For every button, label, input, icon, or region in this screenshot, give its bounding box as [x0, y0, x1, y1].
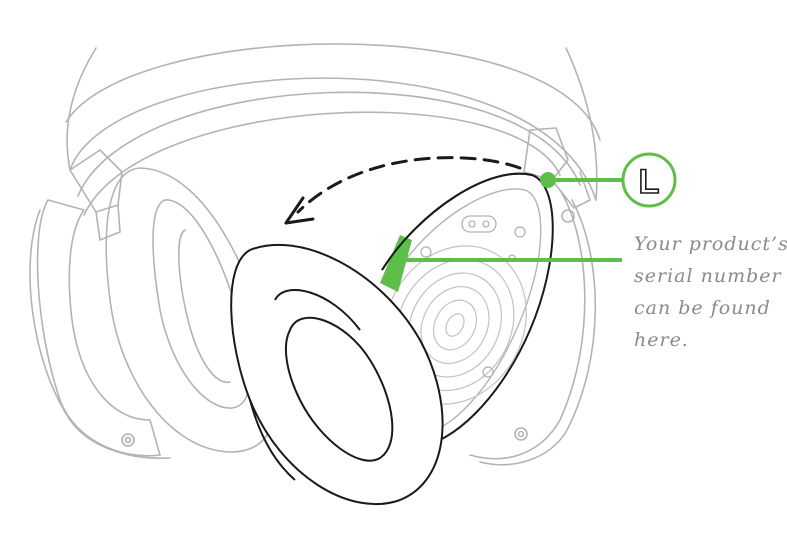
headband-outer	[66, 47, 598, 201]
headband-top	[69, 77, 597, 201]
callout-line: here.	[634, 329, 689, 351]
side-indicator-callout: L	[540, 152, 677, 208]
earcup-plate	[380, 172, 554, 446]
serial-number-callout-text: Your product’s serial number can be foun…	[634, 228, 787, 356]
left-hinge	[69, 149, 123, 213]
dashed-curved-arrow-icon	[284, 156, 522, 225]
detached-earpad	[230, 172, 533, 506]
earpad-outer-front	[230, 243, 444, 506]
side-badge-letter: L	[639, 163, 660, 201]
left-side-circle-icon	[621, 152, 677, 208]
callout-line: Your product’s	[634, 233, 787, 255]
serial-number-label	[380, 235, 412, 292]
callout-line: can be found	[634, 297, 771, 319]
callout-line: serial number	[634, 265, 782, 287]
plate-screws	[420, 215, 526, 378]
right-hinge	[523, 127, 569, 181]
left-cup-shell	[36, 199, 161, 457]
headphone-body-outline	[29, 43, 601, 466]
earpad-inner	[284, 316, 394, 462]
left-earpad	[105, 167, 278, 453]
right-cup-shell	[469, 189, 586, 460]
